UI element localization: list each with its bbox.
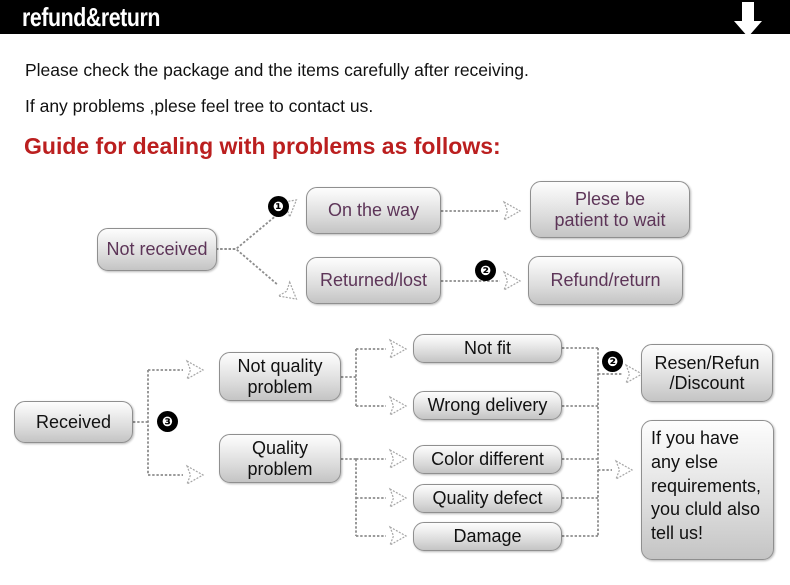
box-issue-damage-label: Damage — [453, 526, 522, 547]
box-plese-be-patient-line2: patient to wait — [554, 209, 666, 230]
box-not-quality-problem-line1: Not quality — [237, 356, 323, 377]
box-quality-problem-line2: problem — [247, 458, 313, 479]
box-issue-damage: Damage — [413, 522, 562, 551]
box-returned-lost: Returned/lost — [306, 257, 441, 304]
box-issue-wrong-delivery-label: Wrong delivery — [427, 395, 548, 416]
box-outcome-note-line4: you cluld also — [651, 499, 761, 520]
box-on-the-way: On the way — [306, 187, 441, 234]
intro-line-1: Please check the package and the items c… — [25, 60, 529, 80]
box-on-the-way-label: On the way — [327, 200, 420, 221]
badge-3: ❸ — [157, 411, 178, 432]
box-not-received: Not received — [97, 228, 217, 271]
box-outcome-resend-line1: Resen/Refun — [654, 352, 760, 373]
box-not-received-label: Not received — [106, 239, 208, 260]
box-returned-lost-label: Returned/lost — [319, 270, 428, 291]
box-issue-not-fit: Not fit — [413, 334, 562, 363]
header-bar — [0, 0, 790, 34]
down-arrow-icon — [734, 2, 762, 37]
badge-2-top: ❷ — [475, 260, 496, 281]
box-outcome-note-line5: tell us! — [651, 523, 704, 543]
box-outcome-resend-refund-discount: Resen/Refun /Discount — [641, 344, 773, 402]
badge-1: ❶ — [268, 196, 289, 217]
box-received-label: Received — [35, 411, 112, 432]
box-outcome-note-line2: any else — [651, 451, 719, 472]
box-issue-color-different-label: Color different — [431, 449, 544, 470]
guide-heading: Guide for dealing with problems as follo… — [24, 133, 501, 159]
box-refund-return-label: Refund/return — [550, 270, 661, 291]
intro-line-2: If any problems ,plese feel tree to cont… — [25, 96, 374, 116]
box-refund-return: Refund/return — [528, 256, 683, 305]
page-title: refund&return — [22, 2, 160, 32]
box-issue-not-fit-label: Not fit — [463, 338, 511, 359]
box-received: Received — [14, 401, 133, 443]
box-plese-be-patient-line1: Plese be — [574, 189, 646, 210]
box-not-quality-problem: Not quality problem — [219, 352, 341, 401]
box-outcome-note: If you have any else requirements, you c… — [641, 420, 774, 560]
badge-2-bottom: ❷ — [602, 351, 623, 372]
box-quality-problem: Quality problem — [219, 434, 341, 483]
box-issue-quality-defect-label: Quality defect — [432, 488, 543, 509]
box-plese-be-patient: Plese be patient to wait — [530, 181, 690, 238]
box-outcome-note-line1: If you have — [651, 428, 740, 448]
box-outcome-resend-line2: /Discount — [669, 373, 745, 393]
box-issue-quality-defect: Quality defect — [413, 484, 562, 513]
box-not-quality-problem-line2: problem — [247, 376, 313, 397]
box-outcome-note-line3: requirements, — [651, 475, 762, 496]
box-issue-color-different: Color different — [413, 445, 562, 474]
box-quality-problem-line1: Quality — [251, 438, 309, 459]
box-issue-wrong-delivery: Wrong delivery — [413, 391, 562, 420]
